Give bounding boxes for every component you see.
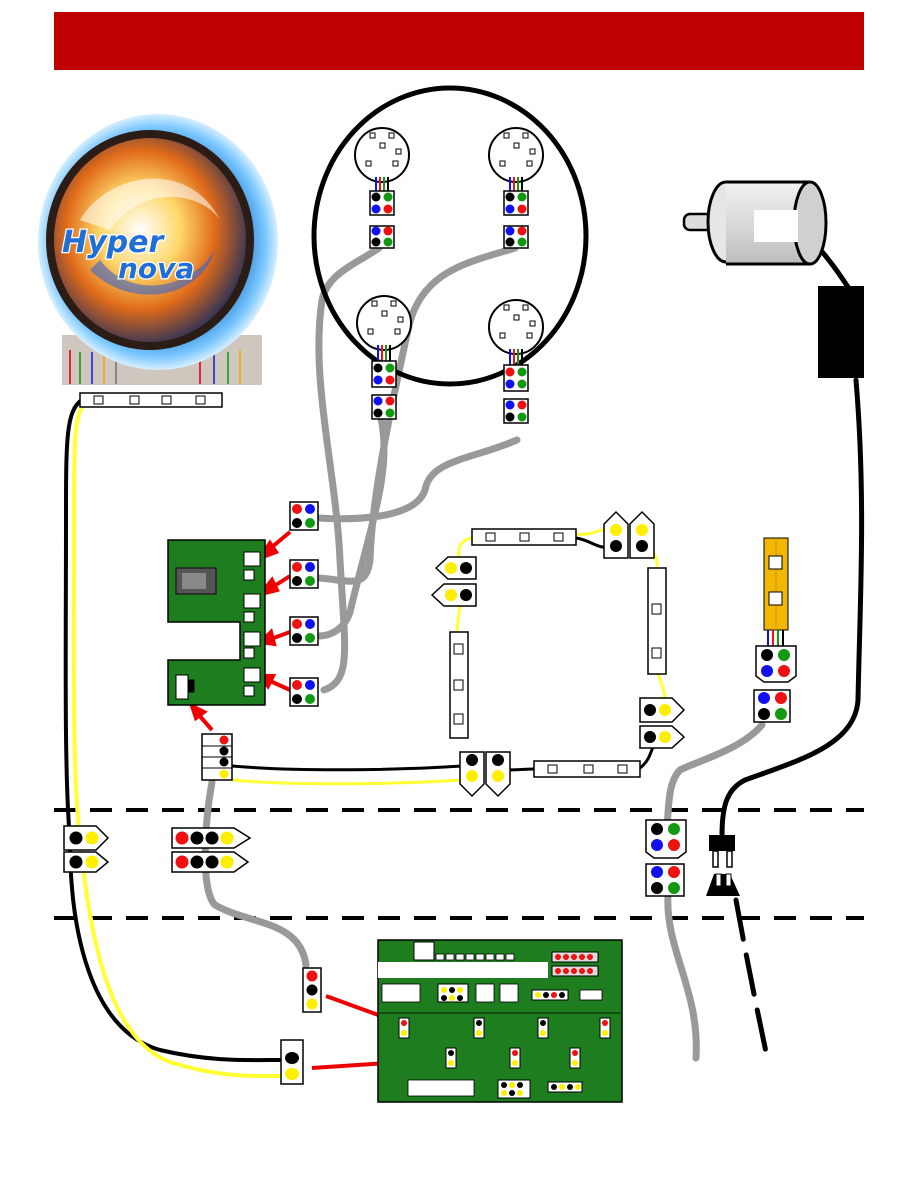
4pin-connector-a [172, 828, 250, 848]
controller-board-icon [168, 540, 265, 705]
rgb-connector-middle-a [646, 820, 686, 858]
power-plug-icon [706, 835, 740, 896]
rgb-led-module-top-right [489, 128, 543, 248]
rgb-led-module-bottom-right [489, 300, 543, 423]
gray-harness-wires [205, 248, 762, 1058]
driver-input-connector-a [303, 968, 321, 1012]
rgb-connector-middle-b [646, 864, 684, 896]
left-2pin-connector-a [64, 826, 108, 850]
motor-icon [684, 182, 826, 264]
loop-connector-right-a [640, 698, 684, 722]
power-adapter-icon [818, 286, 864, 378]
rgb-connector-1 [290, 502, 318, 530]
driver-board-icon [378, 940, 622, 1102]
loop-connector-bottom-a [460, 752, 484, 796]
controller-power-connector [202, 734, 232, 780]
rgb-strip-yellow [754, 538, 796, 722]
led-ring-enclosure [314, 88, 586, 384]
loop-connector-left-a [436, 557, 476, 579]
led-strip-loop [450, 529, 666, 777]
hypernova-logo: Hyper nova [38, 114, 278, 385]
loop-connector-bottom-b [486, 752, 510, 796]
logo-text-line2: nova [118, 252, 194, 285]
rgb-connector-4 [290, 678, 318, 706]
left-2pin-connector-b [64, 852, 108, 872]
loop-connector-top-vertical-a [604, 512, 628, 558]
4pin-connector-b [172, 852, 248, 872]
logo-led-strip [80, 393, 222, 407]
loop-connector-right-b [640, 726, 684, 748]
loop-connector-left-b [432, 584, 476, 606]
left-power-pair [66, 400, 280, 1076]
loop-connector-top-vertical-b [630, 512, 654, 558]
rgb-connector-2 [290, 560, 318, 588]
rgb-connector-3 [290, 617, 318, 645]
rgb-led-module-top-left [355, 128, 409, 248]
driver-input-connector-b [281, 1040, 303, 1084]
